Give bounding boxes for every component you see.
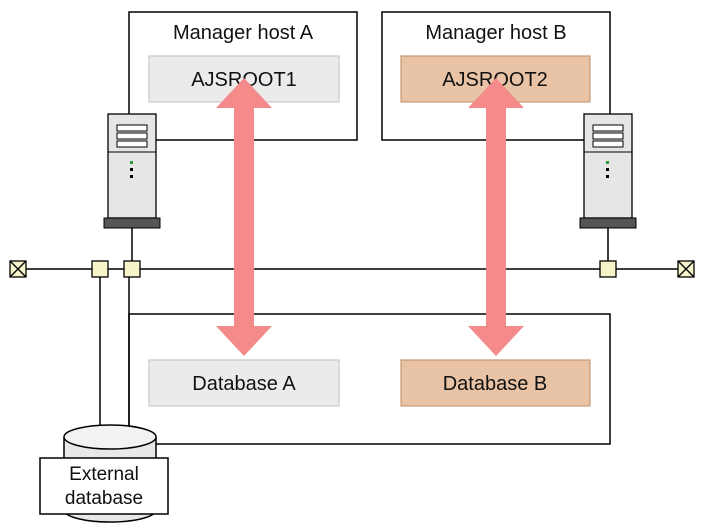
network-terminator-icon	[677, 260, 695, 278]
network-connector-icon	[91, 260, 109, 278]
database-a-label: Database A	[192, 373, 296, 395]
double-arrow-icon	[216, 78, 272, 356]
external-database-label-box	[39, 457, 169, 515]
network-connector-icon	[123, 260, 141, 278]
manager-host-a-title: Manager host A	[173, 22, 314, 44]
server-icon	[579, 113, 637, 229]
database-b-box	[400, 359, 591, 407]
external-database-label-line2: database	[65, 488, 143, 509]
server-icon	[103, 113, 161, 229]
double-arrow-icon	[468, 78, 524, 356]
external-database-label-line1: External	[69, 464, 139, 485]
network-connector-icon	[599, 260, 617, 278]
database-a-box	[148, 359, 340, 407]
network-terminator-icon	[9, 260, 27, 278]
database-b-label: Database B	[443, 373, 548, 395]
manager-host-b-title: Manager host B	[425, 22, 566, 44]
